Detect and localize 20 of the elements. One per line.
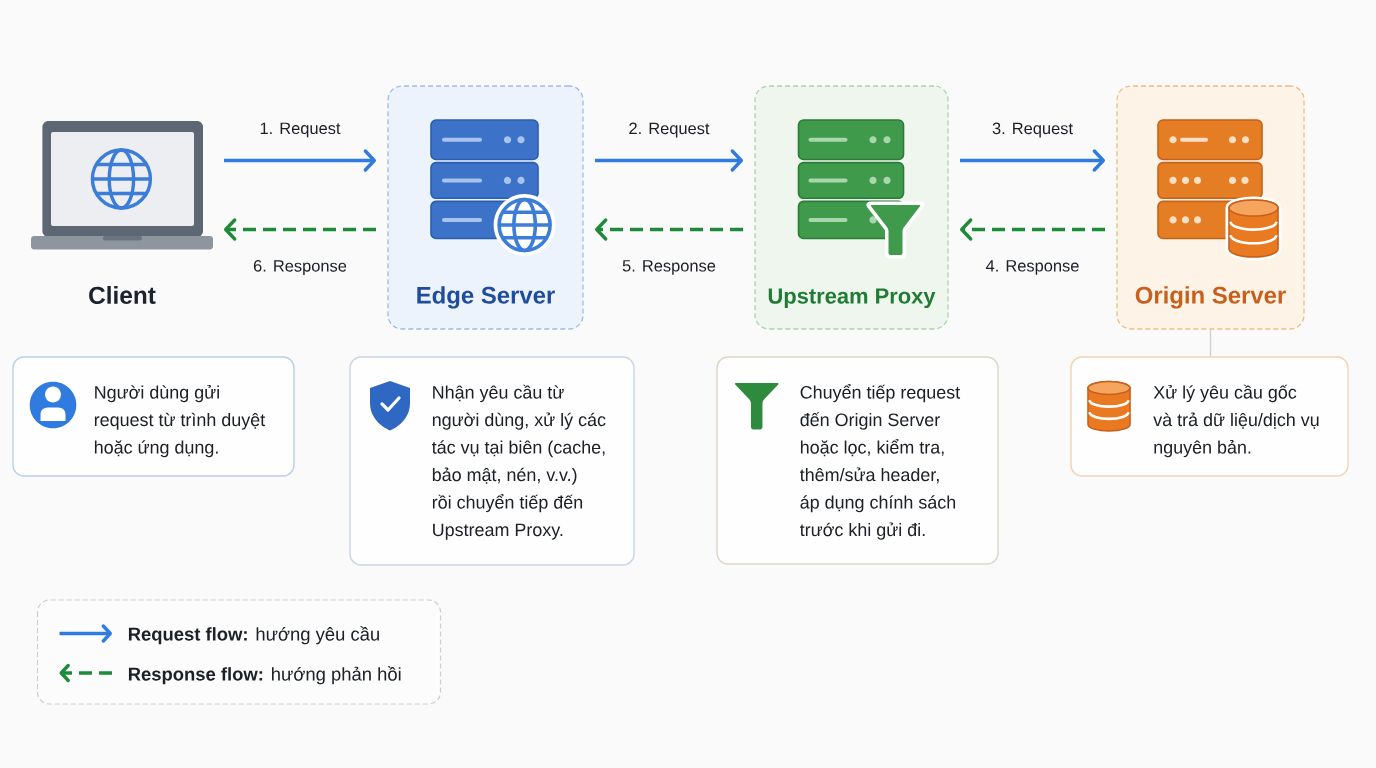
legend-text: Request flow: hướng yêu cầu (128, 626, 379, 645)
edge-label: 3. Request (992, 122, 1073, 138)
dashed-arrow (224, 218, 376, 241)
description-card: Xử lý yêu cầu gốc và trả dữ liệu/dịch vụ nguyên bản. (1070, 356, 1349, 477)
dashed-arrow (595, 218, 743, 241)
edge-label: 4. Response (986, 260, 1079, 275)
node-label: Client (89, 286, 156, 304)
legend-text: Response flow: hướng phản hồi (128, 666, 401, 685)
edge-label: 1. Request (260, 122, 341, 138)
arrow (595, 149, 743, 172)
edge-label: 6. Response (253, 260, 347, 275)
arrow (960, 149, 1105, 172)
description-card: Người dùng gửi request từ trình duyệt hoặc ứng dụng. (12, 356, 295, 477)
edge-label: 5. Response (622, 260, 716, 275)
edge-label: 2. Request (629, 122, 710, 138)
description-card: Chuyển tiếp request đến Origin Server hoặc lọc, kiểm tra, thêm/sửa header, áp dụng chính sách trước khi gửi đi. (716, 356, 999, 565)
description-card: Nhận yêu cầu từ người dùng, xử lý các tác vụ tại biên (cache, bảo mật, nén, v.v.) rồi chuyển tiếp đến Upstream Proxy. (349, 356, 635, 566)
arrow (224, 149, 376, 172)
dashed-arrow (960, 218, 1105, 241)
connector-line (1209, 329, 1212, 357)
